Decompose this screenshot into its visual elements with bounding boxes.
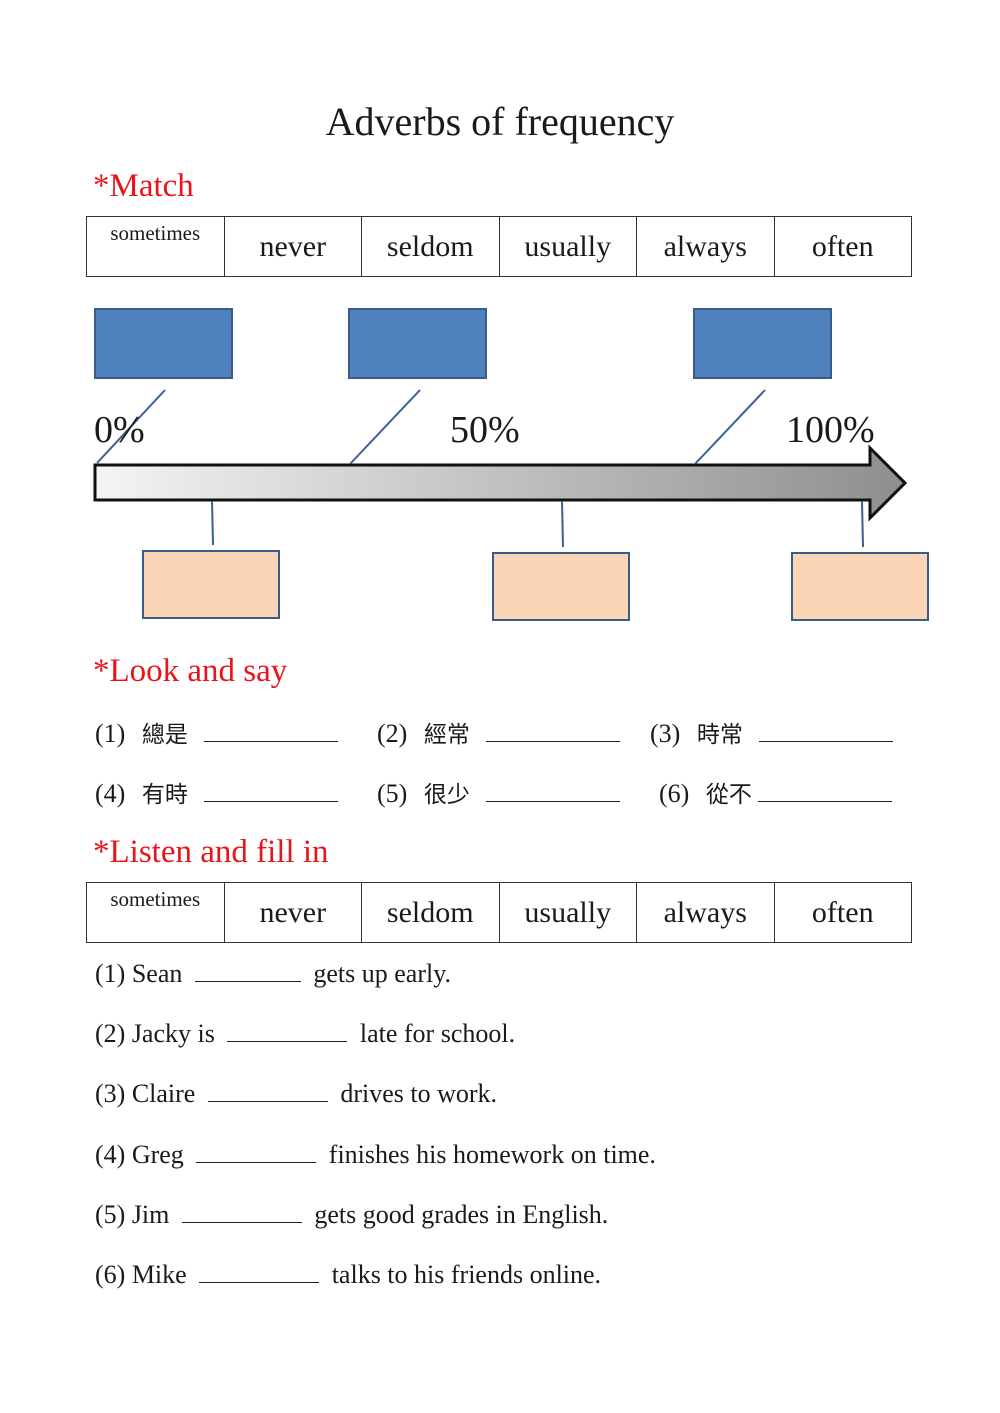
word-bank-cell: always (636, 217, 774, 276)
sentence-item: (3) Claire drives to work. (95, 1079, 497, 1109)
frequency-scale-diagram (93, 308, 929, 621)
sentence-end: drives to work. (340, 1079, 498, 1108)
section-heading-match: *Match (93, 168, 194, 204)
frequency-arrow (93, 444, 908, 522)
answer-box-peach[interactable] (791, 552, 929, 621)
connector-line (211, 500, 214, 546)
word-bank-cell: never (223, 217, 362, 276)
item-number: (4) (95, 779, 126, 808)
sentence-item: (6) Mike talks to his friends online. (95, 1260, 601, 1290)
word-bank-cell: never (223, 883, 362, 942)
section-heading-look-and-say: *Look and say (93, 653, 288, 689)
answer-box-blue[interactable] (348, 308, 487, 379)
word-bank-cell: usually (498, 883, 637, 942)
look-say-item: (6) 從不 (659, 775, 893, 809)
answer-blank[interactable] (194, 980, 301, 982)
word-bank-listen: sometimes never seldom usually always of… (86, 882, 912, 943)
word-bank-cell: seldom (361, 217, 499, 276)
item-number: (6) (659, 779, 690, 808)
sentence-start: (6) Mike (95, 1260, 187, 1289)
word-bank-cell: often (773, 217, 912, 276)
answer-box-blue[interactable] (693, 308, 832, 379)
sentence-start: (5) Jim (95, 1200, 170, 1229)
scale-label-end: 100% (786, 409, 875, 451)
sentence-item: (4) Greg finishes his homework on time. (95, 1140, 656, 1170)
answer-blank[interactable] (204, 740, 339, 742)
sentence-end: talks to his friends online. (331, 1260, 602, 1289)
sentence-end: late for school. (359, 1019, 516, 1048)
sentence-end: gets good grades in English. (314, 1200, 609, 1229)
page-title: Adverbs of frequency (325, 99, 675, 144)
sentence-item: (1) Sean gets up early. (95, 959, 451, 989)
sentence-item: (5) Jim gets good grades in English. (95, 1200, 608, 1230)
chinese-word: 時常 (696, 722, 743, 748)
scale-label-middle: 50% (450, 409, 520, 451)
answer-box-blue[interactable] (94, 308, 233, 379)
chinese-word: 總是 (141, 722, 188, 748)
section-heading-listen: *Listen and fill in (93, 834, 329, 870)
scale-label-start: 0% (94, 409, 145, 451)
chinese-word: 從不 (705, 782, 752, 808)
sentence-start: (2) Jacky is (95, 1019, 215, 1048)
connector-line (694, 389, 766, 465)
look-say-item: (4) 有時 (95, 775, 339, 809)
item-number: (5) (377, 779, 408, 808)
word-bank-cell: sometimes (110, 221, 201, 245)
look-say-item: (2) 經常 (377, 715, 621, 749)
answer-blank[interactable] (227, 1040, 348, 1042)
sentence-end: gets up early. (313, 959, 452, 988)
word-bank-cell: always (636, 883, 774, 942)
answer-blank[interactable] (181, 1221, 302, 1223)
look-say-item: (3) 時常 (650, 715, 894, 749)
word-bank-cell: seldom (361, 883, 499, 942)
answer-blank[interactable] (199, 1281, 320, 1283)
item-number: (3) (650, 719, 681, 748)
sentence-start: (3) Claire (95, 1079, 196, 1108)
sentence-start: (4) Greg (95, 1140, 184, 1169)
item-number: (2) (377, 719, 408, 748)
look-say-item: (1) 總是 (95, 715, 339, 749)
answer-box-peach[interactable] (492, 552, 630, 621)
chinese-word: 有時 (141, 782, 188, 808)
sentence-start: (1) Sean (95, 959, 183, 988)
word-bank-cell: often (773, 883, 912, 942)
connector-line (861, 500, 864, 548)
sentence-end: finishes his homework on time. (328, 1140, 656, 1169)
answer-blank[interactable] (207, 1100, 328, 1102)
answer-blank[interactable] (204, 800, 339, 802)
connector-line (96, 389, 166, 464)
word-bank-cell: sometimes (110, 887, 201, 911)
chinese-word: 經常 (423, 722, 470, 748)
chinese-word: 很少 (423, 782, 470, 808)
look-say-item: (5) 很少 (377, 775, 621, 809)
answer-blank[interactable] (759, 740, 894, 742)
answer-blank[interactable] (758, 800, 893, 802)
connector-line (349, 389, 421, 465)
word-bank-match: sometimes never seldom usually always of… (86, 216, 912, 277)
item-number: (1) (95, 719, 126, 748)
answer-blank[interactable] (486, 800, 621, 802)
word-bank-cell: usually (498, 217, 637, 276)
answer-blank[interactable] (486, 740, 621, 742)
sentence-item: (2) Jacky is late for school. (95, 1019, 515, 1049)
answer-box-peach[interactable] (142, 550, 280, 619)
connector-line (561, 500, 564, 548)
answer-blank[interactable] (196, 1161, 317, 1163)
